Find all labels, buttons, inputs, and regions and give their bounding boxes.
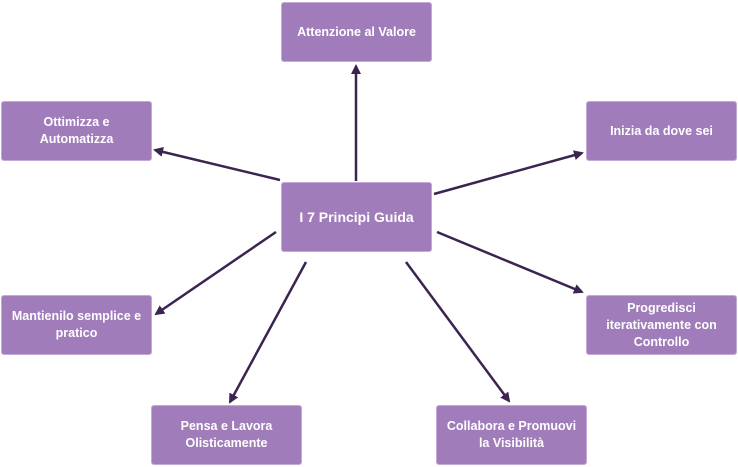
node-bottom-left-label: Pensa e Lavora Olisticamente [180,419,273,450]
node-middle-left-label: Mantienilo semplice e pratico [11,309,142,340]
node-upper-right-label: Inizia da dove sei [610,123,713,138]
node-upper-left-label: Ottimizza e Automatizza [39,115,114,146]
node-top: Attenzione al Valore [281,2,432,62]
node-middle-left: Mantienilo semplice e pratico [1,295,152,355]
arrow-to-bottom-right [404,261,511,403]
node-middle-right: Progredisci iterativamente con Controllo [586,295,737,355]
node-upper-right: Inizia da dove sei [586,101,737,161]
node-middle-right-label: Progredisci iterativamente con Controllo [606,300,717,349]
arrow-to-middle-right [436,230,584,294]
center-node: I 7 Principi Guida [281,182,432,252]
arrow-to-middle-left [154,230,277,316]
node-top-label: Attenzione al Valore [297,24,416,39]
arrow-to-upper-left [153,147,281,182]
center-node-label: I 7 Principi Guida [299,208,414,225]
node-bottom-left: Pensa e Lavora Olisticamente [151,405,302,465]
node-bottom-right-label: Collabora e Promuovi la Visibilità [446,419,577,450]
node-upper-left: Ottimizza e Automatizza [1,101,152,161]
arrow-to-upper-right [433,150,584,196]
arrow-to-bottom-left [228,261,308,404]
node-bottom-right: Collabora e Promuovi la Visibilità [436,405,587,465]
